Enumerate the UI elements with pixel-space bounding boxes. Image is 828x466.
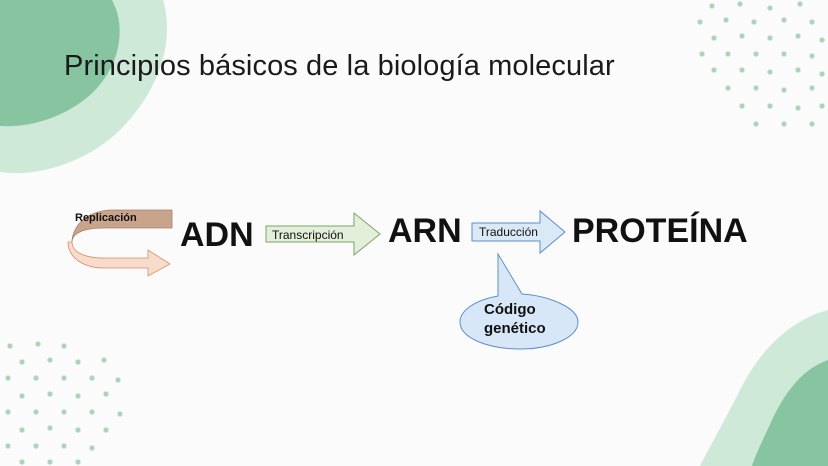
replication-arrow: [67, 209, 173, 277]
top-left-blob-dark: [0, 0, 120, 127]
dot-pattern-bottom-left: [5, 341, 123, 465]
transcription-arrow: [265, 211, 381, 257]
callout-text: Código genético: [484, 300, 546, 338]
bottom-right-blob-dark: [752, 360, 828, 466]
transcription-label: Transcripción: [272, 228, 344, 242]
translation-arrow: [471, 209, 566, 255]
node-arn: ARN: [388, 212, 462, 250]
callout-bubble: [459, 252, 579, 350]
callout-line-2: genético: [484, 320, 546, 337]
translation-label: Traducción: [479, 225, 538, 239]
slide-title: Principios básicos de la biología molecu…: [64, 50, 615, 82]
replication-label: Replicación: [75, 212, 137, 224]
node-adn: ADN: [180, 216, 254, 254]
callout-line-1: Código: [484, 301, 536, 318]
dot-pattern-top-right: [697, 1, 825, 127]
node-proteina: PROTEÍNA: [572, 212, 748, 250]
